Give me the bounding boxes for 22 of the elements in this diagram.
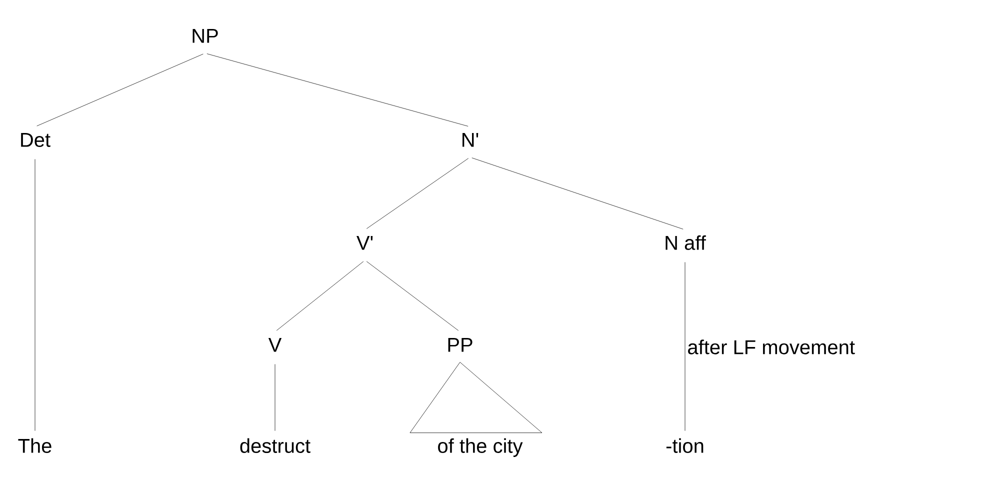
tree-label: destruct bbox=[240, 438, 310, 453]
tree-label: of the city bbox=[438, 438, 523, 457]
tree-label: NP bbox=[192, 29, 218, 43]
tree-label: The bbox=[18, 438, 52, 453]
branch-line bbox=[274, 364, 276, 431]
tree-label: V bbox=[268, 338, 282, 352]
tree-label: Det bbox=[21, 133, 50, 147]
tree-label: PP bbox=[448, 338, 472, 352]
triangle bbox=[410, 362, 542, 433]
annotation: after LF movement bbox=[688, 340, 855, 354]
branch-line bbox=[366, 158, 469, 229]
branch-line bbox=[36, 54, 204, 126]
tree-label: N' bbox=[462, 133, 478, 147]
tree-label: N aff bbox=[666, 235, 706, 250]
tree-label: V' bbox=[356, 236, 373, 250]
tree-label: -tion bbox=[666, 438, 704, 453]
branch-line bbox=[34, 159, 36, 431]
branch-line bbox=[684, 262, 686, 431]
branch-line bbox=[206, 54, 468, 126]
branch-line bbox=[276, 261, 364, 331]
branch-line bbox=[472, 158, 684, 230]
branch-line bbox=[366, 261, 459, 331]
